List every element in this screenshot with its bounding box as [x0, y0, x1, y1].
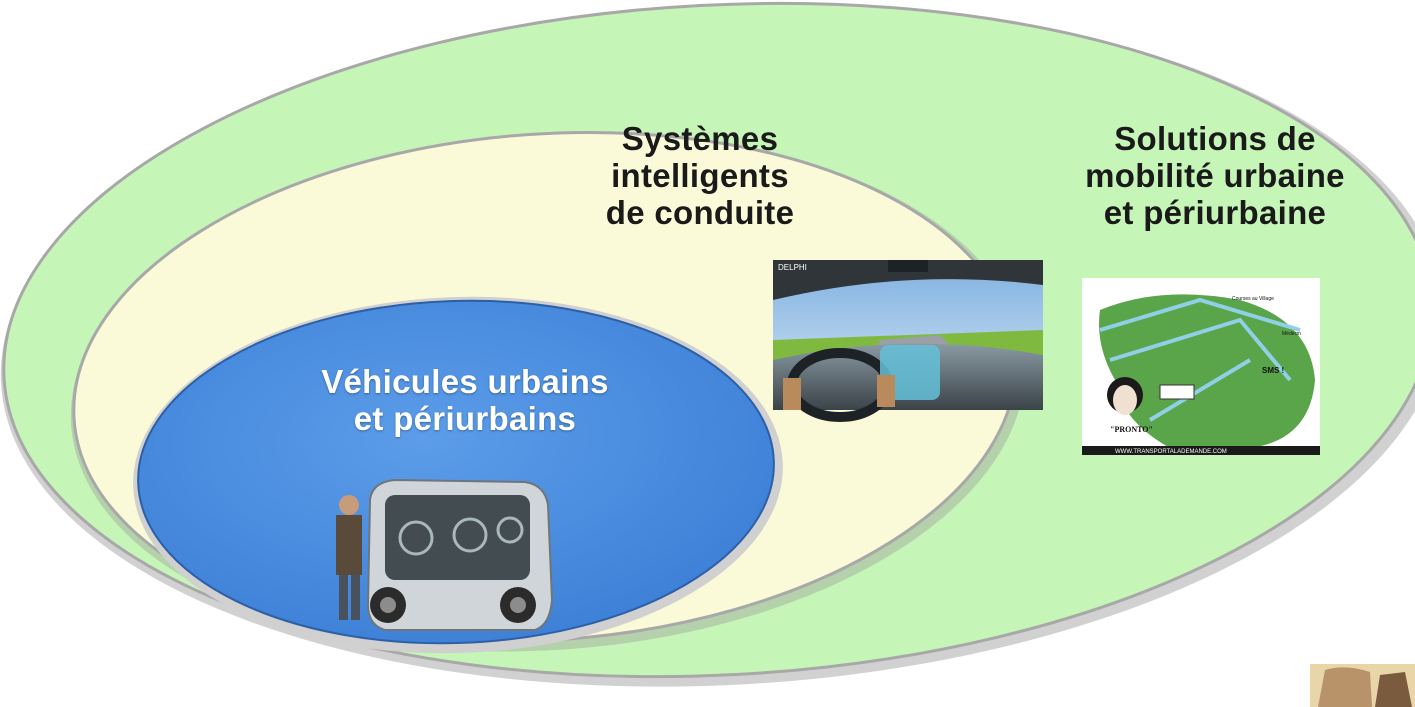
- inner-ellipse: [133, 296, 783, 654]
- pronto-label: "PRONTO": [1110, 425, 1153, 434]
- sms-label: SMS !: [1262, 366, 1284, 375]
- delphi-brand: DELPHI: [778, 263, 807, 272]
- middle-ellipse-label: Systèmes intelligents de conduite: [545, 120, 855, 232]
- mobility-map-image: "PRONTO" SMS ! Médecin Courses au Villag…: [1082, 278, 1320, 455]
- outer-label-line-2: mobilité urbaine: [1085, 156, 1345, 194]
- inner-label-line-2: et périurbains: [353, 399, 577, 437]
- outer-label-line-1: Solutions de: [1114, 120, 1316, 157]
- medecin-label: Médecin: [1282, 331, 1301, 337]
- middle-label-line-1: Systèmes: [621, 120, 779, 157]
- middle-label-line-2: intelligents: [611, 156, 789, 194]
- outer-label-line-3: et périurbaine: [1103, 193, 1327, 231]
- car-dashboard-image: DELPHI: [773, 260, 1043, 422]
- corner-thumbnail-image: [1310, 664, 1415, 707]
- inner-label-line-1: Véhicules urbains: [321, 363, 609, 400]
- courses-label: Courses au Village: [1232, 296, 1274, 302]
- website-label: WWW.TRANSPORTALADEMANDE.COM: [1115, 449, 1227, 455]
- middle-label-line-3: de conduite: [605, 193, 795, 231]
- inner-ellipse-label: Véhicules urbains et périurbains: [250, 363, 680, 438]
- urban-shuttle-image: [336, 478, 554, 631]
- outer-ellipse-label: Solutions de mobilité urbaine et périurb…: [1015, 120, 1415, 232]
